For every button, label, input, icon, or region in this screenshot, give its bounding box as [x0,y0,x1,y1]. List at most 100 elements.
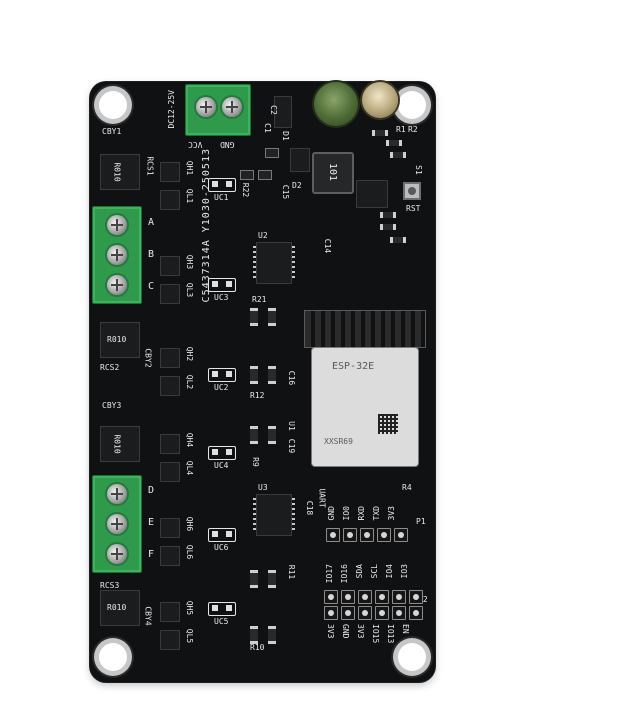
qh5-label: QH5 [185,600,195,616]
channel-b-label: B [148,249,155,260]
pin-sda[interactable] [358,590,372,604]
p1-pin-io0-label: IO0 [342,506,351,521]
r9-label: R9 [250,457,260,467]
pin-3v3-a[interactable] [324,606,338,620]
pin-io16[interactable] [341,590,355,604]
d2-label: D2 [292,181,302,190]
p1-pin-gnd-label: GND [327,506,336,521]
electrolytic-capacitor [314,82,358,126]
mosfet-qh6 [160,518,180,538]
screw-icon [196,97,216,117]
shunt-resistor: R010 [100,426,140,462]
p2-row2-label-3: 3V3 [356,624,365,639]
shunt-mark: R010 [112,434,122,454]
smd-component [268,308,276,326]
reset-button[interactable] [403,182,421,200]
vcc-label: VCC [188,140,203,149]
uc1-label: UC1 [214,193,229,202]
pin-io15[interactable] [375,606,389,620]
screw-icon [107,544,127,564]
esp32-module[interactable]: ESP-32E XXSR69 [312,348,418,466]
power-terminal [185,84,251,136]
pin-txd[interactable] [377,528,391,542]
smd-component [372,130,388,136]
mounting-hole-top-right [398,91,426,119]
smd-component [268,426,276,444]
r1-label: R1 [396,125,406,134]
smd-component [250,426,258,444]
smd-component [268,366,276,384]
pin-en[interactable] [409,606,423,620]
c14-label: C14 [323,238,333,254]
ql3-label: QL3 [185,282,195,298]
smd-component [250,308,258,326]
header-p2-row2 [324,606,423,620]
smd-component [390,152,406,158]
pin-3v3[interactable] [394,528,408,542]
p2-row2-label-1: 3V3 [326,624,335,639]
inductor: 101 [312,152,354,194]
channel-c-label: C [148,281,155,292]
u2-label: U2 [258,231,268,240]
r2-label: R2 [408,125,418,134]
shunt-mark: R010 [107,603,127,612]
mounting-hole-bottom-right [398,643,426,671]
esp32-antenna [304,310,426,348]
header-p1 [326,528,408,542]
ql5-label: QL5 [185,628,195,644]
smd-component [390,237,406,243]
mosfet-qh3 [160,256,180,276]
header-p2-row1 [324,590,423,604]
mosfet-ql5 [160,630,180,650]
screw-icon [107,275,127,295]
c2-label: C2 [268,105,278,115]
c18-label: C18 [305,500,315,516]
c16-label: C16 [287,370,297,386]
pin-io3[interactable] [409,590,423,604]
uc5-component [208,602,236,616]
smd-component [380,224,396,230]
pin-io4[interactable] [392,590,406,604]
c19-label: C19 [287,438,297,454]
smd-component [250,570,258,588]
p2-row1-label-1: IO17 [325,564,334,584]
qh4-label: QH4 [185,432,195,448]
pin-io0[interactable] [343,528,357,542]
transistor-small [240,170,254,180]
pin-rxd[interactable] [360,528,374,542]
smd-component [386,140,402,146]
mosfet-qh5 [160,602,180,622]
screw-icon [107,484,127,504]
mosfet-qh2 [160,348,180,368]
qr-code-icon [378,414,398,434]
shunt-resistor: R010 [100,154,140,190]
uc3-component [208,278,236,292]
r11-label: R11 [287,564,297,580]
r4-label: R4 [402,483,412,492]
pin-io13[interactable] [392,606,406,620]
r10-label: R10 [250,643,265,652]
regulator-chip [356,180,388,208]
cby4-label: CBY4 [143,606,153,626]
uc4-component [208,446,236,460]
s1-label: S1 [413,165,423,175]
p2-row1-label-2: IO16 [340,564,349,584]
power-input-label: DC12-25V [167,90,176,129]
mosfet-ql3 [160,284,180,304]
p2-row1-label-5: IO4 [385,564,394,579]
rcs2-label: RCS2 [100,363,120,372]
r12-label: R12 [250,391,265,400]
pin-gnd-b[interactable] [341,606,355,620]
r22-label: R22 [241,182,251,198]
pin-3v3-b[interactable] [358,606,372,620]
pin-gnd[interactable] [326,528,340,542]
mosfet-ql4 [160,462,180,482]
pcb-board: DC12-25V VCC GND C5437314A Y1030-250513 … [90,82,435,682]
shunt-resistor: R010 [100,590,140,626]
pin-io17[interactable] [324,590,338,604]
pin-scl[interactable] [375,590,389,604]
uc3-label: UC3 [214,293,229,302]
p2-row2-label-2: GND [341,624,350,639]
mosfet-ql2 [160,376,180,396]
